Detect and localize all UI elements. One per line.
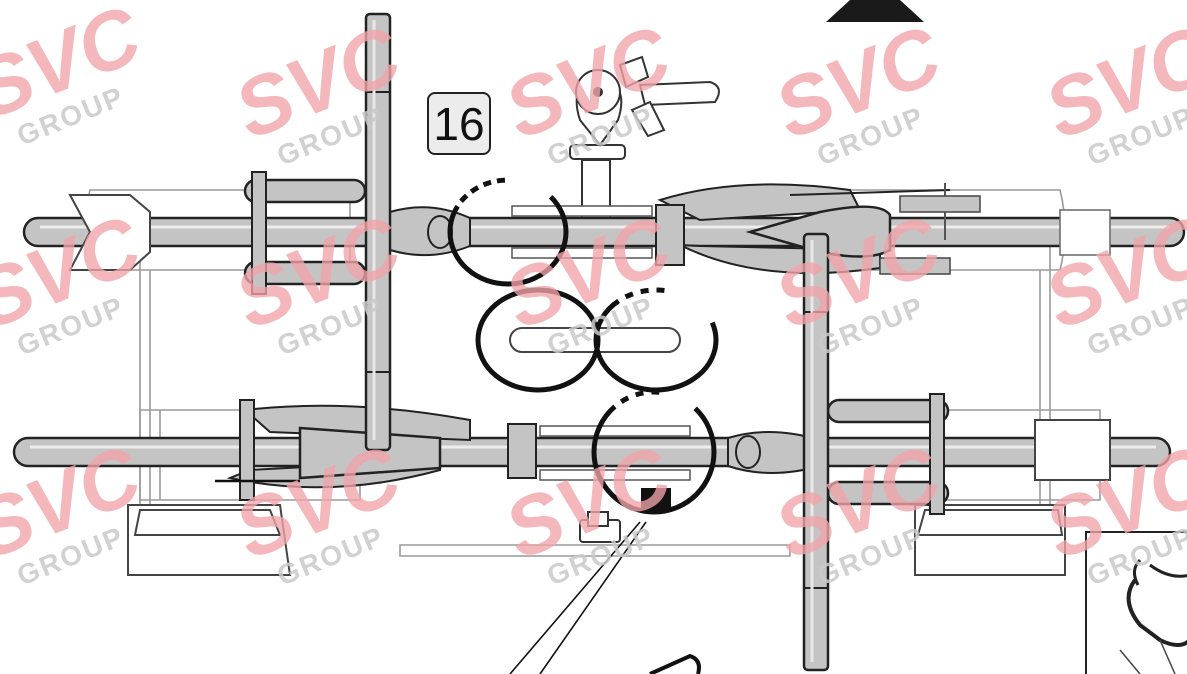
callout-pointer: [509, 488, 701, 674]
warning-triangle-icon: [826, 0, 924, 22]
rack-foot-left: [127, 504, 292, 576]
square-marker-icon: [641, 488, 671, 512]
highlight-rings: [447, 177, 719, 515]
highlight-ring-upper: [447, 177, 569, 287]
detail-inset: [1085, 531, 1187, 674]
step-number-badge: 16: [427, 92, 491, 155]
rack-foot-right: [914, 504, 1066, 576]
right-vertical-clamp-arm: [802, 232, 830, 672]
left-vertical-clamp-arm: [364, 12, 392, 452]
step-number: 16: [433, 98, 484, 150]
